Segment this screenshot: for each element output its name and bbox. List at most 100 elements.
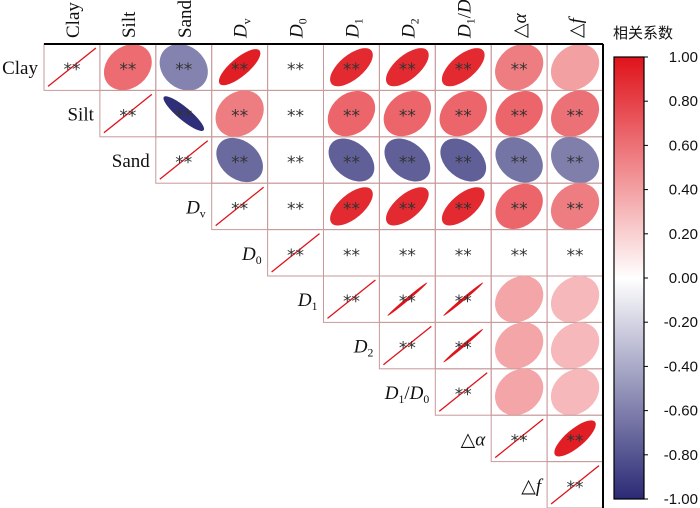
correlation-ellipse	[495, 183, 543, 230]
correlation-ellipse	[443, 282, 484, 316]
cell-Clay-D2: **	[378, 43, 436, 91]
label--: △α	[510, 12, 531, 38]
correlation-ellipse	[328, 138, 375, 182]
significance-mark: **	[231, 153, 248, 173]
cell-△α-△α: **	[490, 414, 548, 463]
correlation-ellipse	[554, 420, 596, 457]
colorbar-tick-label: 0.00	[669, 270, 698, 287]
correlation-ellipse	[495, 368, 544, 416]
significance-mark: **	[343, 199, 360, 219]
cell-Silt-Silt: **	[99, 89, 157, 138]
significance-mark: **	[455, 60, 472, 80]
cell-Sand-D1/D0: **	[434, 136, 492, 184]
label-dv: Dv	[231, 18, 254, 39]
label-d1-d0: D1/D0	[384, 383, 430, 406]
cell-Silt-D2: **	[378, 89, 436, 138]
diagonal-line	[382, 325, 432, 366]
cell-Silt-△α: **	[490, 89, 548, 138]
significance-mark: **	[567, 107, 584, 127]
cell-Sand-D2: **	[378, 136, 436, 184]
cell-Dv-D1: **	[323, 182, 380, 231]
correlation-ellipse	[216, 137, 263, 183]
cell-D1-D1: **	[323, 275, 380, 323]
matrix-cells: ****************************************…	[43, 43, 604, 508]
colorbar-tick-label: -1.00	[664, 491, 698, 508]
significance-mark: **	[287, 199, 304, 219]
diagonal-line	[215, 186, 265, 227]
significance-mark: **	[455, 246, 472, 266]
cell-Dv-△α: **	[490, 182, 548, 231]
correlation-ellipse	[551, 90, 600, 137]
correlation-ellipse	[387, 282, 428, 316]
significance-mark: **	[119, 107, 136, 127]
cell-Sand-Dv: **	[211, 136, 269, 184]
label-sand: Sand	[112, 151, 151, 172]
label-d2: D2	[353, 337, 374, 360]
cell-Sand-△α: **	[490, 136, 548, 184]
correlation-ellipse	[495, 275, 544, 323]
matrix-frame	[44, 43, 604, 508]
colorbar: 相关系数 1.000.800.600.400.200.00-0.20-0.40-…	[613, 24, 698, 508]
significance-mark: **	[399, 199, 416, 219]
diagonal-line	[550, 465, 600, 505]
significance-mark: **	[455, 292, 472, 312]
correlation-ellipse	[551, 136, 600, 184]
label--: △α	[461, 429, 487, 450]
significance-mark: **	[343, 107, 360, 127]
significance-mark: **	[63, 60, 80, 80]
cell-Silt-Sand: **	[155, 89, 213, 138]
significance-mark: **	[511, 107, 528, 127]
cell-D0-D0: **	[267, 229, 325, 277]
correlation-ellipse	[163, 96, 205, 131]
cell-D0-△f: **	[546, 229, 604, 277]
diagonal-line	[47, 47, 97, 87]
cell-Silt-D1/D0: **	[434, 89, 492, 138]
diagonal-line	[438, 372, 488, 412]
label--f: △f	[566, 15, 587, 38]
significance-mark: **	[455, 153, 472, 173]
colorbar-tick-label: -0.80	[664, 447, 698, 464]
significance-mark: **	[231, 107, 248, 127]
cell-Clay-Dv: **	[211, 43, 269, 91]
correlation-ellipse	[495, 137, 543, 183]
significance-mark: **	[343, 246, 360, 266]
correlation-ellipse	[384, 138, 431, 182]
cell-D1-D1/D0: **	[434, 275, 492, 323]
diagonal-line	[271, 233, 320, 273]
cell-△f-△f: **	[546, 461, 604, 508]
cell-Silt-D1: **	[323, 89, 380, 138]
correlation-ellipse	[443, 328, 484, 363]
colorbar-tick-label: -0.40	[664, 358, 698, 375]
significance-mark: **	[567, 431, 584, 451]
significance-mark: **	[343, 60, 360, 80]
cell-Dv-△f: **	[546, 182, 604, 231]
significance-mark: **	[567, 246, 584, 266]
cell-D1/D0-D1/D0: **	[434, 368, 492, 416]
significance-mark: **	[175, 153, 192, 173]
cell-Sand-Sand: **	[155, 136, 213, 184]
colorbar-tick-label: 1.00	[669, 49, 698, 66]
significance-mark: **	[511, 431, 528, 451]
diagonal-line	[327, 279, 376, 319]
cell-D0-△α: **	[490, 229, 548, 277]
cell-Clay-D1/D0: **	[434, 43, 492, 91]
significance-mark: **	[455, 339, 472, 359]
cell-Clay-D1: **	[323, 43, 380, 91]
cell-D2-D2: **	[378, 321, 436, 370]
correlation-ellipse	[383, 90, 432, 137]
cell-Sand-D1: **	[323, 136, 380, 184]
correlation-ellipse	[441, 48, 485, 87]
correlation-ellipse	[495, 43, 544, 91]
significance-mark: **	[287, 153, 304, 173]
significance-mark: **	[567, 199, 584, 219]
correlation-ellipse	[385, 48, 429, 87]
correlation-ellipse	[550, 183, 600, 230]
significance-mark: **	[399, 60, 416, 80]
label-sand: Sand	[175, 0, 196, 38]
significance-mark: **	[511, 199, 528, 219]
cell-△α-△f: **	[546, 414, 604, 463]
label-dv: Dv	[185, 197, 206, 220]
cell-D0-D2: **	[378, 229, 436, 277]
